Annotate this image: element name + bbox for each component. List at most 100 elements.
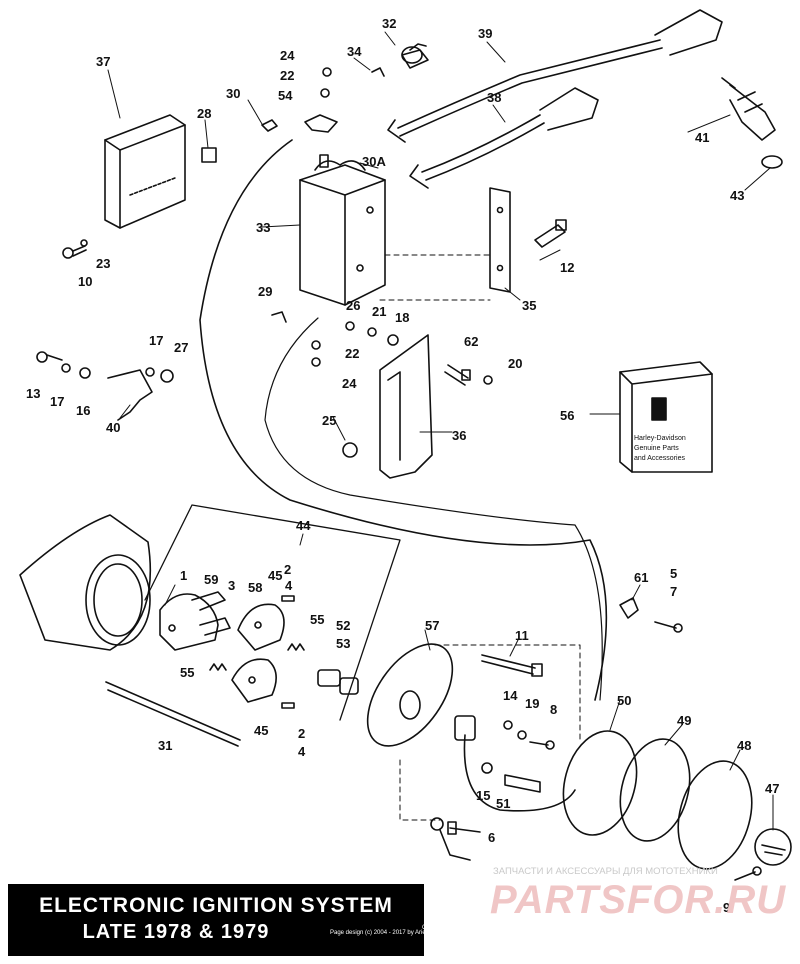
bolt-11 [481, 654, 543, 677]
coil-stud [444, 364, 471, 386]
parts-box-illustration [619, 361, 713, 473]
advance-base [159, 591, 231, 651]
title-line-1: ELECTRONIC IGNITION SYSTEM [39, 894, 393, 917]
callout-39: 39 [478, 26, 492, 41]
callout-47: 47 [765, 781, 779, 796]
callout-16: 16 [76, 403, 90, 418]
callout-34: 34 [347, 44, 362, 59]
washer-22b [311, 340, 321, 350]
callout-30: 30 [226, 86, 240, 101]
callout-52: 52 [336, 618, 350, 633]
screw-5 [654, 621, 683, 633]
copyright-text: Page design (c) 2004 - 2017 by Ariel Hol… [330, 930, 447, 936]
spring-lower [209, 663, 227, 671]
callout-32: 32 [382, 16, 396, 31]
plug-washer [761, 155, 783, 169]
timer-cover [677, 760, 753, 870]
callout-38: 38 [487, 90, 501, 105]
nut-27 [160, 369, 174, 383]
callout-36: 36 [452, 428, 466, 443]
callout-45a: 45 [268, 568, 282, 583]
callout-1: 1 [180, 568, 187, 583]
callout-19: 19 [525, 696, 539, 711]
callout-27: 27 [174, 340, 188, 355]
box-text-2: Genuine Parts [634, 445, 679, 452]
bolt-13 [36, 351, 63, 363]
cable-strap [105, 681, 241, 747]
callout-33: 33 [256, 220, 270, 235]
callout-26: 26 [346, 298, 360, 313]
callout-58: 58 [248, 580, 262, 595]
callout-35: 35 [522, 298, 536, 313]
callout-2b: 2 [298, 726, 305, 741]
terminal-parts [261, 43, 429, 133]
ground-terminal [430, 817, 471, 861]
sensor-plate [366, 643, 454, 747]
callout-56: 56 [560, 408, 574, 423]
washer-21 [367, 327, 377, 337]
sensor-lead [463, 734, 576, 812]
spark-plug-wire-short [409, 87, 599, 189]
watermark-logo: PARTSFOR.RU [490, 878, 787, 922]
callout-25: 25 [322, 413, 336, 428]
screw-9 [734, 866, 762, 881]
callout-41: 41 [695, 130, 709, 145]
callout-2a: 2 [284, 562, 291, 577]
ignition-coil [299, 154, 386, 306]
callout-6: 6 [488, 830, 495, 845]
cover-bolt [62, 239, 88, 259]
callout-17b: 17 [149, 333, 163, 348]
sensor-plug [454, 715, 476, 741]
coil-bracket [489, 187, 511, 293]
callout-49: 49 [677, 713, 691, 728]
copyright: Copyright Page design (c) 2004 - 2017 by… [330, 925, 448, 936]
washer-20 [483, 375, 493, 385]
bracket-40 [107, 369, 153, 421]
callout-55a: 55 [310, 612, 324, 627]
coil-wire [199, 139, 608, 701]
callout-54: 54 [278, 88, 293, 103]
callout-62: 62 [464, 334, 478, 349]
clip-61 [619, 597, 639, 619]
title-line-2: LATE 1978 & 1979 [82, 921, 270, 943]
callout-45b: 45 [254, 723, 268, 738]
callout-12: 12 [560, 260, 574, 275]
callout-24a: 24 [280, 48, 295, 63]
callout-43: 43 [730, 188, 744, 203]
clip-29 [271, 311, 287, 323]
pin-lower [281, 702, 295, 709]
washer-14 [503, 720, 513, 730]
connector [317, 669, 359, 695]
coil-cover [104, 114, 186, 229]
callout-11: 11 [515, 628, 529, 643]
spring-upper [287, 643, 305, 651]
title-box: ELECTRONIC IGNITION SYSTEM LATE 1978 & 1… [8, 884, 424, 956]
clip [201, 147, 217, 163]
callout-3: 3 [228, 578, 235, 593]
callout-22a: 22 [280, 68, 294, 83]
washer-18 [387, 334, 399, 346]
outer-cover [562, 730, 638, 836]
callout-13: 13 [26, 386, 40, 401]
cover-emblem [754, 828, 792, 866]
assembly-bracket-44 [144, 504, 401, 721]
callout-31: 31 [158, 738, 172, 753]
box-text-1: Harley-Davidson [634, 435, 686, 442]
washer-16 [79, 367, 91, 379]
callout-37: 37 [96, 54, 110, 69]
callout-5: 5 [670, 566, 677, 581]
callout-20: 20 [508, 356, 522, 371]
advance-weight-lower [231, 658, 277, 703]
callout-48: 48 [737, 738, 751, 753]
gasket-32 [401, 46, 423, 64]
callout-21: 21 [372, 304, 386, 319]
callout-9: 9 [723, 900, 730, 915]
spark-plug [721, 77, 776, 141]
callout-10: 10 [78, 274, 92, 289]
washer-19 [517, 730, 527, 740]
callout-51: 51 [496, 796, 510, 811]
callout-22b: 22 [345, 346, 359, 361]
callout-57: 57 [425, 618, 439, 633]
callout-24b: 24 [342, 376, 357, 391]
